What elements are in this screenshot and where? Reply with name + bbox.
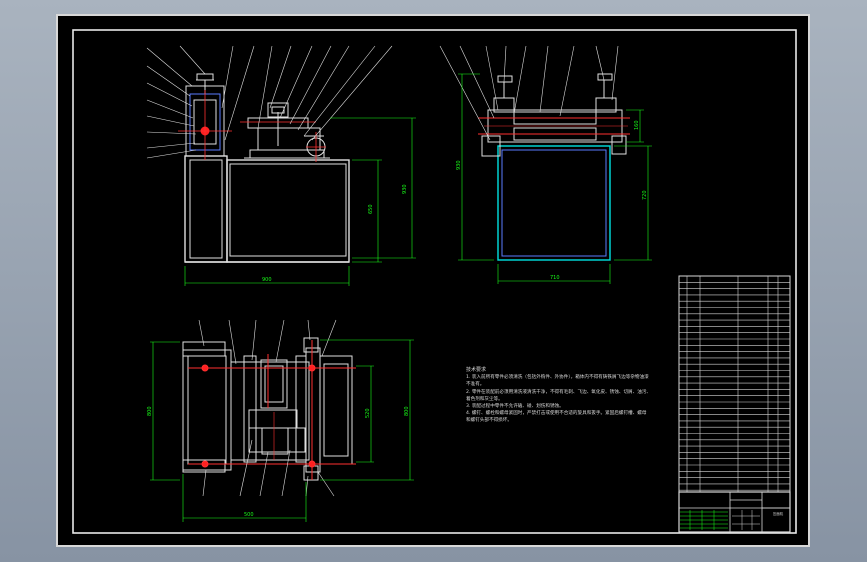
inner-frame — [72, 29, 797, 534]
dim-side-roll: 160 — [634, 120, 640, 130]
dim-top-width: 500 — [244, 512, 254, 518]
side-view — [481, 73, 627, 261]
dim-front-height: 650 — [368, 204, 374, 214]
side-view-centerlines — [478, 117, 630, 135]
dimension-labels: 900 650 930 710 930 720 160 500 800 520 … — [147, 120, 648, 518]
notes-line-7: 和螺钉头部不得损坏。 — [466, 418, 512, 424]
dim-top-depth-outer: 800 — [404, 406, 410, 416]
side-view-leaders — [439, 45, 619, 141]
notes-line-4: 着色剂和灰尘等。 — [466, 396, 503, 402]
front-view — [184, 73, 350, 263]
front-view-dimensions — [184, 117, 416, 286]
front-view-centerlines — [178, 90, 326, 162]
drawing-sheet — [56, 14, 810, 547]
title-block — [678, 491, 791, 533]
front-view-leaders — [146, 45, 393, 159]
notes-line-6: 4. 螺钉、螺栓和螺母紧固时，严禁打击或使用不合适的旋具和扳手。紧固后螺钉槽、螺… — [466, 411, 647, 417]
top-view-dimensions — [150, 339, 414, 522]
dim-side-height-total: 930 — [456, 160, 462, 170]
dim-side-width: 710 — [550, 275, 560, 281]
parts-rows — [679, 281, 790, 491]
parts-list — [678, 275, 791, 493]
technical-notes: 技术要求 1. 装入前所有零件必须清洗（包括外购件、外协件），箱体内不得有铸铁屑… — [466, 367, 666, 425]
top-view-leaders — [198, 319, 337, 497]
dim-top-depth-inner: 520 — [365, 408, 371, 418]
dim-top-depth: 800 — [147, 406, 153, 416]
dim-front-height-total: 930 — [402, 184, 408, 194]
top-view-centerlines — [188, 340, 356, 480]
notes-line-1: 1. 装入前所有零件必须清洗（包括外购件、外协件），箱体内不得有铸铁屑飞边等杂物… — [466, 375, 649, 381]
notes-line-3: 2. 零件在装配前必须用清洗液清洗干净，不得有毛刺、飞边、氧化皮、锈蚀、切屑、油… — [466, 389, 652, 395]
dim-front-width: 900 — [262, 277, 272, 283]
notes-line-2: 不准有。 — [466, 382, 485, 388]
notes-title: 技术要求 — [466, 367, 487, 373]
notes-line-5: 3. 装配过程中零件不允许磕、碰、划伤和锈蚀。 — [466, 404, 564, 410]
title-block-drawing-name: 压面机 — [773, 511, 784, 516]
side-view-dimensions — [458, 73, 652, 284]
dim-side-height: 720 — [642, 190, 648, 200]
